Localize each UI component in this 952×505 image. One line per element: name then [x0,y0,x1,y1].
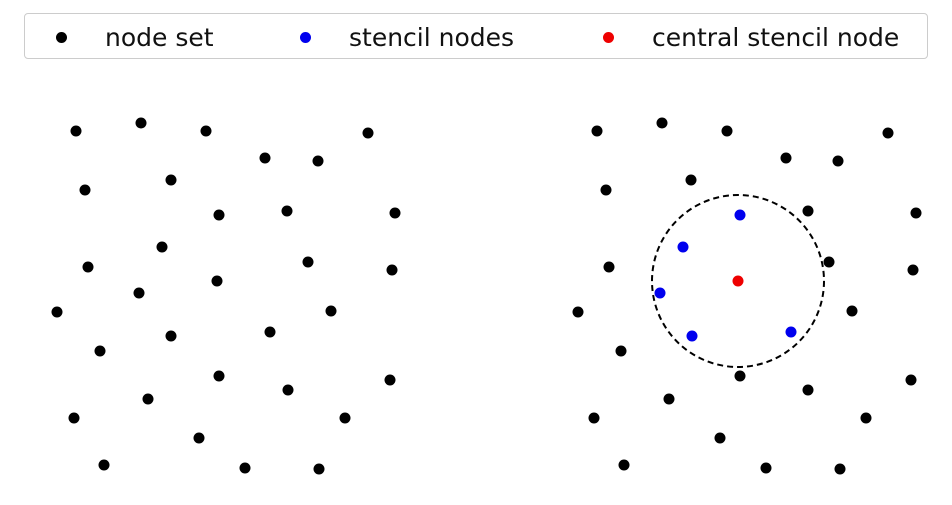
node [339,412,351,424]
node [70,125,82,137]
node [68,412,80,424]
node [325,305,337,317]
node [213,370,225,382]
node [615,345,627,357]
legend-item-central-stencil-node: central stencil node [603,14,899,60]
node [239,462,251,474]
node [193,432,205,444]
stencil-node [785,326,797,338]
node [834,463,846,475]
node [312,155,324,167]
node [846,305,858,317]
node [165,174,177,186]
node [79,184,91,196]
legend-item-stencil-nodes: stencil nodes [300,14,514,60]
node [200,125,212,137]
node [910,207,922,219]
node [386,264,398,276]
node [302,256,314,268]
node [823,256,835,268]
node [384,374,396,386]
legend-label-stencil-nodes: stencil nodes [349,22,515,52]
node [600,184,612,196]
node-set-marker-icon [56,31,67,43]
node [656,117,668,129]
node [94,345,106,357]
node [213,209,225,221]
central-node-marker-icon [603,31,614,43]
node [572,306,584,318]
stencil-radius-circle [651,194,825,368]
node [165,330,177,342]
node [905,374,917,386]
stencil-node [734,209,746,221]
node [663,393,675,405]
legend: node set stencil nodes central stencil n… [24,13,928,59]
node [685,174,697,186]
node [264,326,276,338]
stencil-node [686,330,698,342]
node [259,152,271,164]
node [211,275,223,287]
node [51,306,63,318]
legend-item-node-set: node set [56,14,214,60]
node [603,261,615,273]
node [714,432,726,444]
stencil-node [654,287,666,299]
node [802,384,814,396]
stencil-node [677,241,689,253]
node [82,261,94,273]
node [832,155,844,167]
node [156,241,168,253]
stencil-nodes-marker-icon [300,31,311,43]
node [142,393,154,405]
node [135,117,147,129]
node [281,205,293,217]
node [780,152,792,164]
node [133,287,145,299]
node [802,205,814,217]
node [362,127,374,139]
node [98,459,110,471]
node [734,370,746,382]
legend-label-node-set: node set [105,22,214,52]
node [313,463,325,475]
central-stencil-node [732,275,744,287]
node [882,127,894,139]
node [907,264,919,276]
node [591,125,603,137]
node [389,207,401,219]
node [588,412,600,424]
node [721,125,733,137]
node [282,384,294,396]
node [860,412,872,424]
legend-label-central-stencil-node: central stencil node [652,22,900,52]
node [618,459,630,471]
node [760,462,772,474]
